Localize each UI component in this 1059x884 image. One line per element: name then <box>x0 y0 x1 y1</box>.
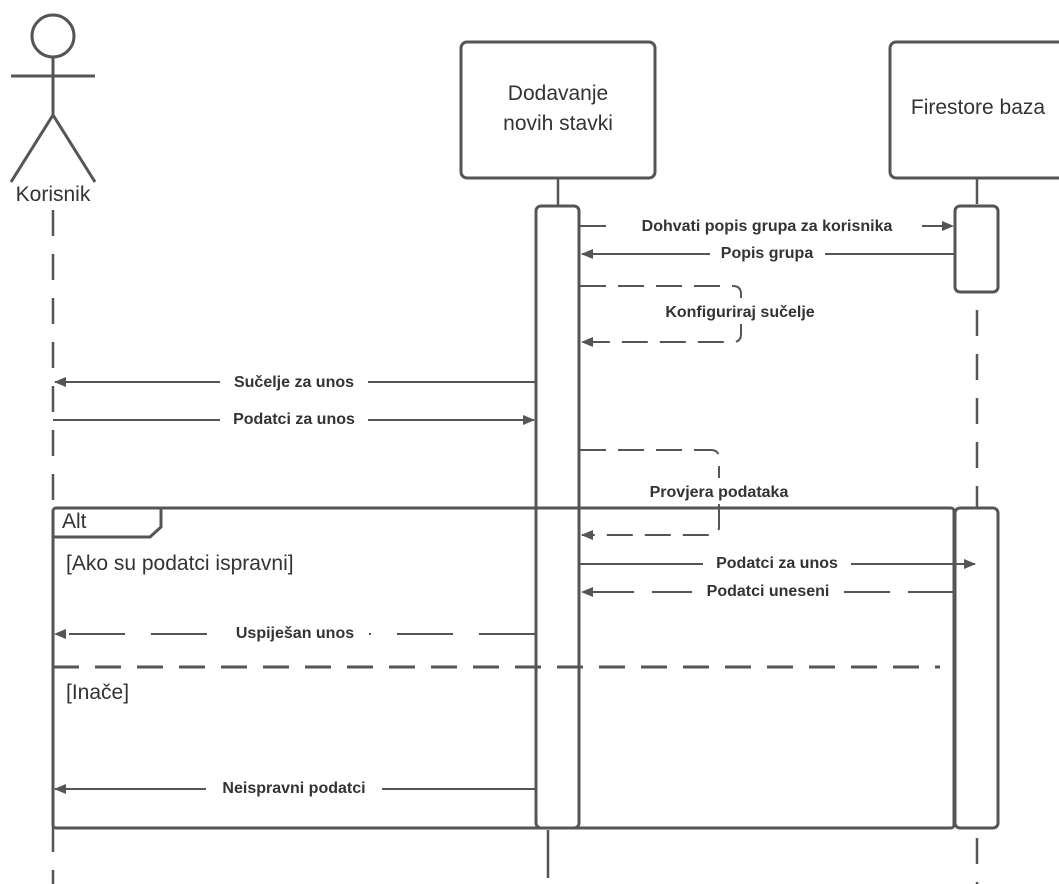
alt-fragment: Alt [Ako su podatci ispravni] [Inače] <box>51 506 956 830</box>
message-label-2: Popis grupa <box>721 245 814 262</box>
message-label-10: Neispravni podatci <box>222 780 365 797</box>
message-arrow-6 <box>580 449 720 540</box>
activation-firestore-2 <box>953 506 1000 830</box>
message-arrow-3 <box>580 285 742 347</box>
message-label-8: Podatci uneseni <box>707 583 830 600</box>
actor-label: Korisnik <box>16 183 91 206</box>
message-label-6: Provjera podataka <box>650 484 789 501</box>
message-label-4: Sučelje za unos <box>234 374 354 391</box>
message-label-7: Podatci za unos <box>716 555 838 572</box>
message-label-9: Uspiješan unos <box>236 625 354 642</box>
alt-guard-else: [Inače] <box>66 681 129 704</box>
participant-dodavanje: Dodavanje novih stavki <box>459 40 657 180</box>
alt-operator: Alt <box>62 510 87 533</box>
activation-dodavanje <box>534 204 581 830</box>
alt-guard-if: [Ako su podatci ispravni] <box>66 552 294 575</box>
participant-firestore-label: Firestore baza <box>911 96 1046 119</box>
participant-dodavanje-line1: Dodavanje <box>508 82 608 105</box>
message-label-5: Podatci za unos <box>233 411 355 428</box>
activation-firestore-1 <box>953 204 1000 294</box>
participant-firestore: Firestore baza <box>888 40 1059 180</box>
participant-dodavanje-line2: novih stavki <box>503 112 613 135</box>
message-label-3: Konfiguriraj sučelje <box>665 304 814 321</box>
message-label-1: Dohvati popis grupa za korisnika <box>642 218 893 235</box>
actor-korisnik <box>9 13 97 183</box>
actor-head <box>30 13 76 59</box>
